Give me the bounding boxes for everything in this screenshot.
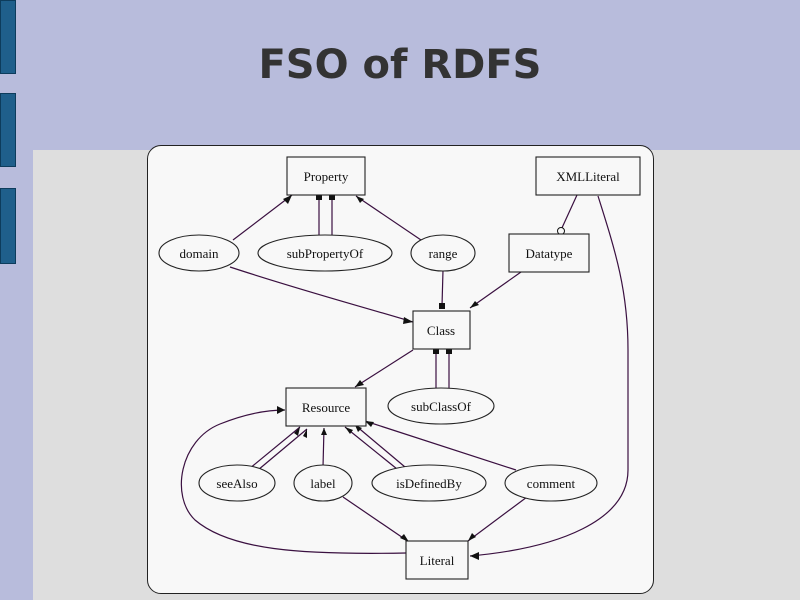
node-isdefinedby-shape bbox=[371, 464, 487, 502]
node-resource: Resource bbox=[285, 387, 367, 427]
node-datatype: Datatype bbox=[508, 233, 590, 273]
node-subpropertyof: subPropertyOf bbox=[257, 234, 393, 272]
edge-comment-literal bbox=[467, 496, 528, 542]
node-label-shape bbox=[293, 464, 353, 502]
arrowhead-range-property bbox=[356, 196, 364, 203]
node-class: Class bbox=[412, 310, 471, 350]
edge-comment-resource bbox=[364, 420, 517, 471]
node-literal-label: Literal bbox=[420, 553, 455, 568]
node-label: label bbox=[293, 464, 353, 502]
arrowhead-subpropertyof-2 bbox=[329, 194, 335, 200]
edges bbox=[180, 194, 629, 557]
arrowhead-comment-resource bbox=[365, 421, 374, 427]
edge-xmlliteral-datatype bbox=[560, 194, 578, 231]
node-class-shape bbox=[412, 310, 471, 350]
node-range-shape bbox=[410, 234, 476, 272]
arrowhead-label-resource bbox=[321, 428, 327, 435]
edge-class-resource bbox=[354, 349, 414, 388]
edge-range-class bbox=[441, 269, 444, 307]
arrowhead-xmlliteral-datatype bbox=[557, 227, 565, 235]
node-subclassof-shape bbox=[387, 387, 495, 425]
node-seealso: seeAlso bbox=[198, 464, 276, 502]
edge-seealso-resource-2 bbox=[257, 428, 308, 471]
arrowhead-xmlliteral-literal bbox=[470, 552, 479, 560]
node-domain: domain bbox=[158, 234, 240, 272]
node-subclassof-label: subClassOf bbox=[411, 399, 472, 414]
node-seealso-label: seeAlso bbox=[216, 476, 257, 491]
node-range: range bbox=[410, 234, 476, 272]
node-property-label: Property bbox=[304, 169, 349, 184]
edge-xmlliteral-literal bbox=[469, 195, 629, 557]
node-property-shape bbox=[286, 156, 366, 196]
node-xmlliteral-label: XMLLiteral bbox=[556, 169, 620, 184]
side-tab-1 bbox=[0, 0, 16, 74]
node-subpropertyof-label: subPropertyOf bbox=[287, 246, 364, 261]
node-datatype-label: Datatype bbox=[526, 246, 573, 261]
node-class-label: Class bbox=[427, 323, 455, 338]
edge-range-property bbox=[355, 195, 422, 241]
node-isdefinedby-label: isDefinedBy bbox=[396, 476, 462, 491]
node-seealso-shape bbox=[198, 464, 276, 502]
arrowhead-class-resource bbox=[355, 380, 364, 387]
node-resource-shape bbox=[285, 387, 367, 427]
slide-title: FSO of RDFS bbox=[258, 42, 542, 88]
node-literal: Literal bbox=[405, 540, 469, 580]
side-tab-3 bbox=[0, 188, 16, 264]
arrowhead-subclassof-1 bbox=[433, 348, 439, 354]
node-comment-shape bbox=[504, 464, 598, 502]
edge-isdefinedby-resource-1 bbox=[344, 426, 398, 470]
node-property: Property bbox=[286, 156, 366, 196]
node-subpropertyof-shape bbox=[257, 234, 393, 272]
arrowhead-comment-literal bbox=[468, 533, 476, 541]
node-domain-shape bbox=[158, 234, 240, 272]
node-subclassof: subClassOf bbox=[387, 387, 495, 425]
arrowhead-label-literal bbox=[400, 534, 409, 542]
node-range-label: range bbox=[429, 246, 458, 261]
node-isdefinedby: isDefinedBy bbox=[371, 464, 487, 502]
node-datatype-shape bbox=[508, 233, 590, 273]
arrowhead-datatype-class bbox=[470, 301, 479, 308]
arrowhead-domain-class bbox=[403, 317, 413, 324]
node-resource-label: Resource bbox=[302, 400, 351, 415]
arrowhead-seealso-resource-1 bbox=[294, 427, 300, 436]
node-label-label: label bbox=[310, 476, 336, 491]
arrowhead-subclassof-2 bbox=[446, 348, 452, 354]
arrowhead-range-class bbox=[439, 303, 445, 309]
arrowhead-seealso-resource-2 bbox=[303, 429, 307, 438]
node-xmlliteral: XMLLiteral bbox=[535, 156, 641, 196]
arrowhead-domain-property bbox=[283, 195, 292, 204]
node-literal-shape bbox=[405, 540, 469, 580]
diagram-frame bbox=[147, 145, 654, 594]
node-comment-label: comment bbox=[527, 476, 576, 491]
arrowhead-isdefinedby-resource-2 bbox=[355, 425, 362, 432]
node-xmlliteral-shape bbox=[535, 156, 641, 196]
edge-domain-class bbox=[229, 266, 414, 323]
node-domain-label: domain bbox=[180, 246, 219, 261]
edge-datatype-class bbox=[469, 271, 522, 309]
edge-label-literal bbox=[342, 496, 410, 543]
edge-seealso-resource-1 bbox=[248, 426, 301, 470]
arrowhead-literal-resource bbox=[277, 406, 285, 414]
node-comment: comment bbox=[504, 464, 598, 502]
arrowhead-subpropertyof-1 bbox=[316, 194, 322, 200]
side-tab-2 bbox=[0, 93, 16, 167]
edge-domain-property bbox=[232, 194, 293, 241]
arrowhead-isdefinedby-resource-1 bbox=[345, 427, 353, 434]
edge-literal-resource bbox=[180, 409, 407, 554]
edge-isdefinedby-resource-2 bbox=[354, 424, 406, 468]
nodes: Property XMLLiteral domain subPropertyOf… bbox=[158, 156, 641, 580]
